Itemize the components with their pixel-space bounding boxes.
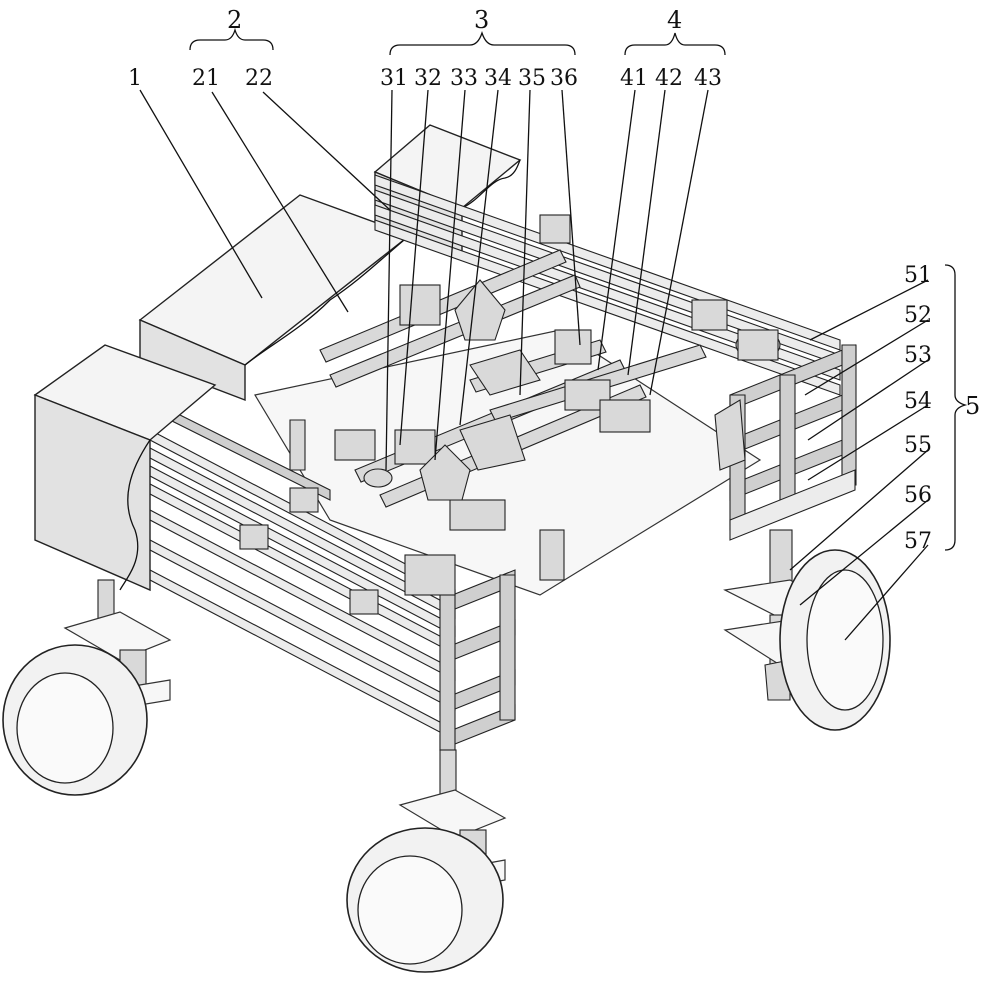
label-41: 41 [620, 66, 648, 91]
label-33: 33 [450, 66, 478, 91]
brace-5 [945, 265, 965, 550]
group-5-label: 5 [965, 392, 980, 420]
label-43: 43 [694, 66, 722, 91]
label-57: 57 [904, 529, 932, 554]
label-55: 55 [904, 433, 932, 458]
wheel-back-right [725, 530, 890, 730]
label-36: 36 [550, 66, 578, 91]
wheel-front-left [3, 580, 170, 795]
group-4-label: 4 [667, 6, 682, 34]
label-32: 32 [414, 66, 442, 91]
label-1: 1 [128, 66, 142, 91]
label-35: 35 [518, 66, 546, 91]
label-54: 54 [904, 389, 932, 414]
brace-3 [390, 33, 575, 55]
label-22: 22 [245, 66, 273, 91]
label-51: 51 [904, 263, 932, 288]
group-2-label: 2 [227, 6, 242, 34]
label-56: 56 [904, 483, 932, 508]
group-3-label: 3 [474, 6, 489, 34]
brace-4 [625, 33, 725, 55]
label-34: 34 [484, 66, 512, 91]
label-21: 21 [192, 66, 220, 91]
label-42: 42 [655, 66, 683, 91]
label-52: 52 [904, 303, 932, 328]
wheel-front-middle [347, 750, 505, 972]
label-53: 53 [904, 343, 932, 368]
label-31: 31 [380, 66, 408, 91]
